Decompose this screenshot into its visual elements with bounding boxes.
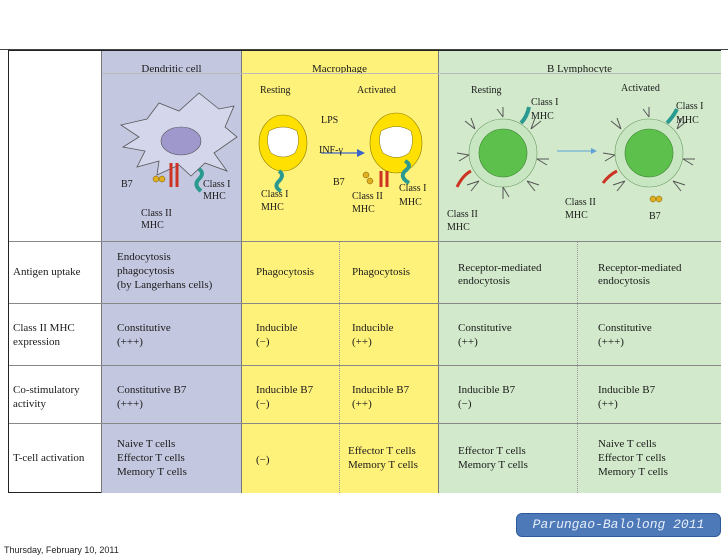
header-macrophage-label: Macrophage [312, 63, 367, 75]
slide-top-rule [0, 49, 728, 50]
grid-line [102, 73, 721, 74]
blymph-column-body [438, 241, 721, 493]
dc-class2-label: Class II [141, 208, 172, 219]
bl-mhc1-left-label: MHC [531, 111, 554, 122]
cell-diagrams [120, 92, 695, 203]
dc-class2-1: Constitutive [117, 322, 171, 334]
bl-rest-antigen-uptake-2: endocytosis [458, 275, 510, 287]
dendritic-nucleus-icon [160, 126, 202, 156]
bl-act-class2-2: (+++) [598, 336, 624, 348]
dc-antigen-uptake-1: Endocytosis [117, 251, 171, 263]
mac-class1-left-label: Class I [261, 189, 289, 200]
mac-act-class2-2: (++) [352, 336, 372, 348]
dc-tcell-2: Effector T cells [117, 452, 185, 464]
dc-costim-2: (+++) [117, 398, 143, 410]
dc-tcell-1: Naive T cells [117, 438, 176, 450]
row-label-costim-2: activity [13, 398, 46, 410]
dc-class2-2: (+++) [117, 336, 143, 348]
bl-rest-class2-1: Constitutive [458, 322, 512, 334]
mac-act-antigen-uptake: Phagocytosis [352, 266, 411, 278]
bl-act-tcell-1: Naive T cells [598, 438, 657, 450]
bl-class2-left-label: Class II [447, 209, 478, 220]
bl-act-tcell-2: Effector T cells [598, 452, 666, 464]
mac-mhc-left-label: MHC [261, 202, 284, 213]
mac-mhc-right-label: MHC [399, 197, 422, 208]
dc-antigen-uptake-2: phagocytosis [117, 265, 175, 277]
slide-date-footer: Thursday, February 10, 2011 [4, 545, 119, 555]
bl-rest-costim-1: Inducible B7 [458, 384, 516, 396]
mac-act-tcell-1: Effector T cells [348, 445, 416, 457]
bl-rest-tcell-2: Memory T cells [458, 459, 528, 471]
row-label-costim-1: Co-stimulatory [13, 384, 80, 396]
bl-mhc1-right-label: MHC [676, 115, 699, 126]
header-b-lymphocyte: B Lymphocyte [438, 51, 721, 75]
mac-infg-label: INF-γ [319, 145, 343, 156]
mac-rest-antigen-uptake: Phagocytosis [256, 266, 315, 278]
mac-rest-costim-2: (−) [256, 398, 270, 410]
grid-line [9, 241, 721, 242]
row-label-antigen-uptake: Antigen uptake [13, 266, 81, 278]
header-dendritic-label: Dendritic cell [141, 63, 202, 75]
bl-rest-class2-2: (++) [458, 336, 478, 348]
bl-b7-label: B7 [649, 211, 661, 222]
mac-lps-label: LPS [321, 115, 339, 126]
mac-mhc2-label: MHC [352, 204, 375, 215]
bl-rest-tcell-1: Effector T cells [458, 445, 526, 457]
dc-mhc1-label: MHC [203, 191, 226, 202]
mac-activated-label: Activated [357, 85, 396, 96]
mac-act-class2-1: Inducible [352, 322, 394, 334]
mac-act-tcell-2: Memory T cells [348, 459, 418, 471]
grid-line [241, 51, 242, 493]
comparison-table: Dendritic cell Macrophage B Lymphocyte [8, 50, 721, 493]
dendritic-column-body [102, 241, 241, 493]
credit-badge: Parungao-Balolong 2011 [516, 513, 721, 537]
row-label-class2-1: Class II MHC [13, 322, 75, 334]
bl-class1-left-label: Class I [531, 97, 559, 108]
bl-act-costim-1: Inducible B7 [598, 384, 656, 396]
bl-act-costim-2: (++) [598, 398, 618, 410]
grid-line [339, 241, 341, 493]
mac-class2-label: Class II [352, 191, 383, 202]
dc-antigen-uptake-3: (by Langerhans cells) [117, 279, 213, 291]
bl-mhc2-right-label: MHC [565, 210, 588, 221]
bl-class2-right-label: Class II [565, 197, 596, 208]
grid-line [9, 365, 721, 366]
bl-resting-label: Resting [471, 85, 502, 96]
mac-rest-tcell: (−) [256, 454, 270, 466]
header-dendritic-cell: Dendritic cell [102, 51, 241, 75]
dc-tcell-3: Memory T cells [117, 466, 187, 478]
mac-act-costim-2: (++) [352, 398, 372, 410]
mac-b7-label: B7 [333, 177, 345, 188]
bl-act-antigen-uptake-1: Receptor-mediated [598, 262, 682, 274]
grid-line [101, 51, 102, 493]
mac-rest-class2-2: (−) [256, 336, 270, 348]
grid-line [577, 241, 579, 493]
mac-act-costim-1: Inducible B7 [352, 384, 410, 396]
grid-line [9, 303, 721, 304]
dc-mhc2-label: MHC [141, 220, 164, 231]
bl-mhc2-left-label: MHC [447, 222, 470, 233]
dc-class1-label: Class I [203, 179, 231, 190]
credit-text: Parungao-Balolong 2011 [532, 517, 705, 532]
bl-act-tcell-3: Memory T cells [598, 466, 668, 478]
mac-class1-right-label: Class I [399, 183, 427, 194]
header-blymph-label: B Lymphocyte [546, 63, 613, 75]
dc-costim-1: Constitutive B7 [117, 384, 187, 396]
grid-line [9, 423, 721, 424]
row-label-tcell: T-cell activation [13, 452, 85, 464]
mac-rest-costim-1: Inducible B7 [256, 384, 314, 396]
row-label-class2-2: expression [13, 336, 61, 348]
bl-class1-right-label: Class I [676, 101, 704, 112]
dc-b7-label: B7 [121, 179, 133, 190]
bl-rest-costim-2: (−) [458, 398, 472, 410]
mac-rest-class2-1: Inducible [256, 322, 298, 334]
bl-act-antigen-uptake-2: endocytosis [598, 275, 650, 287]
bl-act-class2-1: Constitutive [598, 322, 652, 334]
bl-activated-label: Activated [621, 83, 660, 94]
grid-line [438, 51, 439, 493]
bl-rest-antigen-uptake-1: Receptor-mediated [458, 262, 542, 274]
mac-resting-label: Resting [260, 85, 291, 96]
header-macrophage: Macrophage [241, 51, 438, 75]
